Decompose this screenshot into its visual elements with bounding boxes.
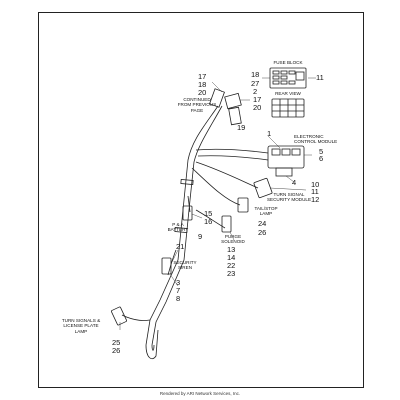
callout-2: 2 xyxy=(253,87,258,96)
callout-9: 9 xyxy=(198,232,203,241)
callout-13: 13 xyxy=(227,245,236,254)
pa-battery-connector-icon xyxy=(182,205,193,221)
callout-25: 25 xyxy=(112,338,121,347)
callout-5: 5 xyxy=(319,147,324,156)
callout-19: 19 xyxy=(237,123,246,132)
callout-22: 22 xyxy=(227,261,236,270)
tail-lamp-connector-icon xyxy=(237,197,249,213)
tssm-icon xyxy=(253,177,273,199)
callout-17-top: 17 xyxy=(198,72,207,81)
turn-signals-connector-icon xyxy=(111,306,127,326)
callout-6: 6 xyxy=(319,154,324,163)
callout-11-fuse: 11 xyxy=(316,73,324,82)
tssm-label: TURN SIGNAL SECURITY MODULE xyxy=(266,192,312,203)
pa-battery-label: P & A BATTERY xyxy=(167,222,189,233)
footer-credit: Rendered by ARI Network Services, Inc. xyxy=(159,391,241,396)
fuse-block-icon xyxy=(269,67,307,89)
fuse-block-rear-icon xyxy=(271,98,305,118)
callout-23: 23 xyxy=(227,269,236,278)
callout-27: 27 xyxy=(251,79,260,88)
continued-label: CONTINUED FROM PREVIOUS PAGE xyxy=(177,97,217,113)
diagram-frame xyxy=(38,12,364,388)
fuse-block-label: FUSE BLOCK xyxy=(273,60,303,65)
callout-4: 4 xyxy=(292,178,297,187)
rear-view-label: REAR VIEW xyxy=(275,91,301,96)
callout-16: 16 xyxy=(204,217,213,226)
callout-21: 21 xyxy=(176,242,185,251)
callout-15: 15 xyxy=(204,209,213,218)
connector-continued-icon xyxy=(209,88,242,126)
security-siren-connector-icon xyxy=(161,257,172,275)
callout-3: 3 xyxy=(176,278,181,287)
callout-20-right: 20 xyxy=(253,103,262,112)
ecm-icon xyxy=(267,145,305,177)
callout-7: 7 xyxy=(176,286,181,295)
turn-signals-label: TURN SIGNALS & LICENSE PLATE LAMP xyxy=(61,318,101,334)
callout-14: 14 xyxy=(227,253,236,262)
callout-18-fuse: 18 xyxy=(251,70,260,79)
callout-20-top: 20 xyxy=(198,88,207,97)
security-siren-label: SECURITY SIREN xyxy=(173,260,197,271)
tail-stop-label: TAIL/STOP LAMP xyxy=(254,206,278,217)
ecm-label: ELECTRONIC CONTROL MODULE xyxy=(294,134,338,145)
callout-26-turn: 26 xyxy=(112,346,121,355)
callout-12: 12 xyxy=(311,195,320,204)
callout-11-tssm: 11 xyxy=(311,187,319,196)
callout-1: 1 xyxy=(267,129,272,138)
callout-26-tail: 26 xyxy=(258,228,267,237)
callout-17-right: 17 xyxy=(253,95,262,104)
purge-solenoid-label: PURGE SOLENOID xyxy=(221,234,245,245)
callout-18-top: 18 xyxy=(198,80,207,89)
callout-24: 24 xyxy=(258,219,267,228)
callout-10: 10 xyxy=(311,180,320,189)
callout-8: 8 xyxy=(176,294,181,303)
purge-solenoid-connector-icon xyxy=(221,215,232,233)
